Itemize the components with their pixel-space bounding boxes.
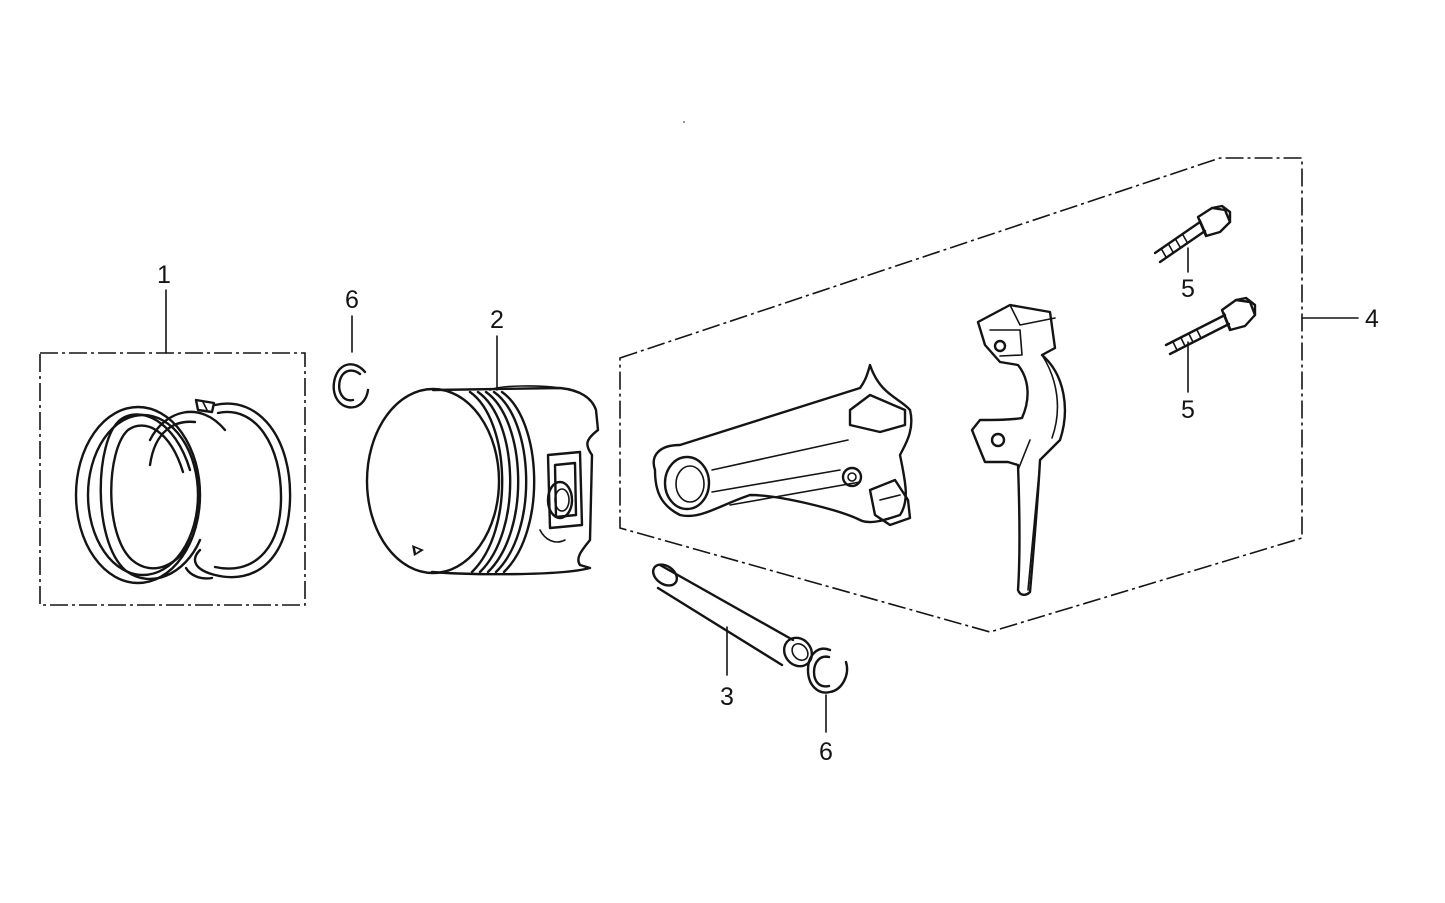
piston-ring-second bbox=[99, 410, 227, 581]
pin-clip-left bbox=[332, 363, 370, 409]
rod-assembly-dashed-frame bbox=[619, 157, 1303, 633]
piston bbox=[365, 385, 600, 576]
piston-pin bbox=[651, 563, 814, 668]
connecting-rod-cap bbox=[970, 303, 1067, 596]
connecting-rod bbox=[652, 363, 913, 527]
callout-3: 3 bbox=[720, 683, 734, 711]
callout-5-upper: 5 bbox=[1181, 275, 1195, 303]
callout-2: 2 bbox=[490, 306, 504, 334]
rod-bolt-upper bbox=[1153, 204, 1232, 264]
ring-set-dashed-frame bbox=[39, 352, 306, 606]
piston-ring-set-group: 1 bbox=[39, 261, 306, 606]
connecting-rod-assembly-group: 4 bbox=[619, 157, 1379, 633]
pin-clip-right bbox=[806, 647, 849, 694]
callout-6-right: 6 bbox=[819, 738, 833, 766]
pin-clip-left-group: 6 bbox=[332, 286, 370, 409]
callout-6-left: 6 bbox=[345, 286, 359, 314]
piston-pin-group: 3 bbox=[651, 563, 814, 711]
callout-1: 1 bbox=[157, 261, 171, 289]
pin-clip-right-group: 6 bbox=[806, 647, 849, 766]
callout-5-lower: 5 bbox=[1181, 396, 1195, 424]
piston-group: 2 bbox=[365, 306, 600, 576]
piston-ring-top bbox=[74, 405, 202, 585]
piston-crown bbox=[365, 387, 501, 575]
scan-artifact bbox=[683, 121, 685, 123]
piston-ring-oil bbox=[148, 398, 292, 580]
callout-4: 4 bbox=[1365, 305, 1379, 333]
rod-bolt-lower bbox=[1164, 296, 1257, 356]
